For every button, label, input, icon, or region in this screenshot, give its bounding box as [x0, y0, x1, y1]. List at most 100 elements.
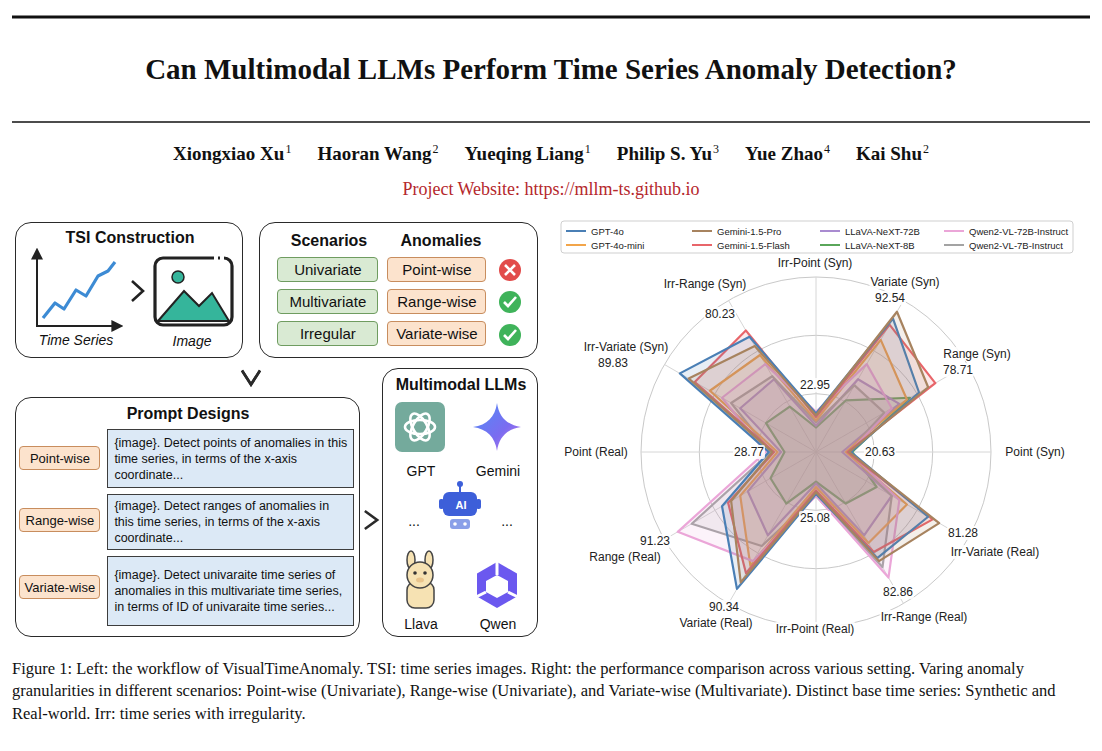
- affiliation-mark: 2: [433, 142, 439, 156]
- legend-swatch: [566, 230, 586, 233]
- art-shape: [477, 562, 517, 608]
- gemini-logo: [473, 403, 521, 451]
- axis-label: Point (Syn): [1004, 445, 1065, 459]
- art-shape: [499, 324, 521, 346]
- value-label: 90.34: [708, 600, 740, 614]
- value-label: 80.23: [704, 307, 736, 321]
- panel-label: Gemini: [476, 463, 520, 479]
- legend-text: GPT-4o-mini: [591, 240, 644, 251]
- art-shape: [406, 411, 433, 444]
- panel-label: Anomalies: [401, 232, 482, 250]
- author: Philip S. Yu3: [617, 142, 719, 165]
- image-icon: [155, 253, 232, 325]
- art-shape: [172, 271, 184, 283]
- affiliation-mark: 1: [585, 142, 591, 156]
- top-rule: [12, 16, 1090, 19]
- header-rule: [12, 121, 1090, 123]
- flow-chevron: [365, 511, 377, 529]
- prompt-box: {image}. Detect ranges of anomalies in t…: [107, 494, 354, 550]
- author: Xiongxiao Xu1: [173, 142, 291, 165]
- axis-label: Range (Syn): [942, 347, 1011, 361]
- anomaly-box: Range-wise: [387, 289, 486, 314]
- time-series-plot: [36, 250, 121, 327]
- legend-swatch: [944, 230, 964, 233]
- anomaly-box: Variate-wise: [387, 321, 486, 346]
- panel-label: Qwen: [480, 616, 517, 632]
- radar-series: [689, 312, 939, 583]
- value-label: 91.23: [639, 534, 671, 548]
- art-shape: [504, 297, 516, 306]
- affiliation-mark: 1: [285, 142, 291, 156]
- art-shape: [407, 562, 433, 588]
- check-icon: [499, 291, 521, 313]
- author-name: Xiongxiao Xu: [173, 143, 284, 164]
- panel-label: Llava: [404, 616, 437, 632]
- prompt-tag: Variate-wise: [19, 575, 100, 599]
- flow-chevron: [242, 370, 260, 384]
- legend-swatch: [820, 244, 840, 247]
- art-shape: [416, 578, 424, 583]
- box-text: Variate-wise: [396, 325, 477, 342]
- legend-item: GPT-4o: [566, 225, 624, 237]
- affiliation-mark: 3: [713, 142, 719, 156]
- art-shape: [395, 402, 445, 452]
- flow-chevron: [242, 370, 260, 384]
- legend-frame: [561, 221, 1073, 253]
- art-shape: [450, 519, 470, 529]
- panel-label: ...: [501, 513, 513, 529]
- axis-label: Irr-Variate (Syn): [583, 340, 669, 354]
- legend-item: Gemini-1.5-Flash: [692, 239, 790, 251]
- figure-caption: Figure 1: Left: the workflow of VisualTi…: [12, 658, 1090, 725]
- axis-label: Point (Real): [563, 445, 628, 459]
- affiliation-mark: 4: [824, 142, 830, 156]
- legend-item: GPT-4o-mini: [566, 239, 644, 251]
- panel-label: Image: [173, 333, 212, 349]
- scenario-box: Irregular: [277, 321, 378, 346]
- axis-label: Irr-Point (Syn): [777, 256, 854, 270]
- scenario-box: Multivariate: [277, 289, 378, 314]
- legend-item: Qwen2-VL-7B-Instruct: [944, 239, 1063, 251]
- value-label: 92.54: [874, 291, 906, 305]
- radar-chart: [641, 277, 991, 627]
- art-shape: [220, 253, 224, 261]
- axis-label: Irr-Range (Syn): [663, 277, 748, 291]
- art-shape: [36, 250, 38, 327]
- anomaly-box: Point-wise: [387, 257, 486, 282]
- value-label: 78.71: [942, 363, 974, 377]
- axis-label: Range (Real): [588, 550, 661, 564]
- box-text: Point-wise: [402, 261, 471, 278]
- panel-title: Prompt Designs: [127, 405, 250, 423]
- box-text: Range-wise: [26, 513, 95, 528]
- author-name: Philip S. Yu: [617, 143, 712, 164]
- panel-title: TSI Construction: [66, 229, 195, 247]
- prompt-tag: Point-wise: [19, 446, 100, 470]
- box-text: Univariate: [294, 261, 362, 278]
- value-label: 82.86: [882, 585, 914, 599]
- panel-label: AI: [456, 499, 467, 511]
- box-text: Range-wise: [397, 293, 476, 310]
- legend-text: Qwen2-VL-7B-Instruct: [969, 240, 1063, 251]
- project-link: Project Website: https://mllm-ts.github.…: [0, 179, 1102, 200]
- value-label: 22.95: [799, 378, 831, 392]
- art-shape: [486, 575, 508, 598]
- box-text: {image}. Detect univaraite time series o…: [114, 567, 347, 615]
- legend-swatch: [692, 230, 712, 233]
- panel-title: Scenarios: [291, 232, 367, 250]
- legend-text: LLaVA-NeXT-72B: [845, 226, 920, 237]
- inner-chevron: [132, 281, 143, 301]
- legend-item: Qwen2-VL-72B-Instruct: [944, 225, 1068, 237]
- art-shape: [43, 262, 115, 318]
- legend-text: Qwen2-VL-72B-Instruct: [969, 226, 1068, 237]
- legend-swatch: [820, 230, 840, 233]
- author-name: Kai Shu: [856, 143, 922, 164]
- author-name: Yueqing Liang: [465, 143, 584, 164]
- legend-swatch: [944, 244, 964, 247]
- value-label: 89.83: [597, 356, 629, 370]
- author: Yueqing Liang1: [465, 142, 591, 165]
- scenario-box: Univariate: [277, 257, 378, 282]
- art-shape: [477, 562, 517, 597]
- axis-label: Irr-Variate (Real): [950, 545, 1040, 559]
